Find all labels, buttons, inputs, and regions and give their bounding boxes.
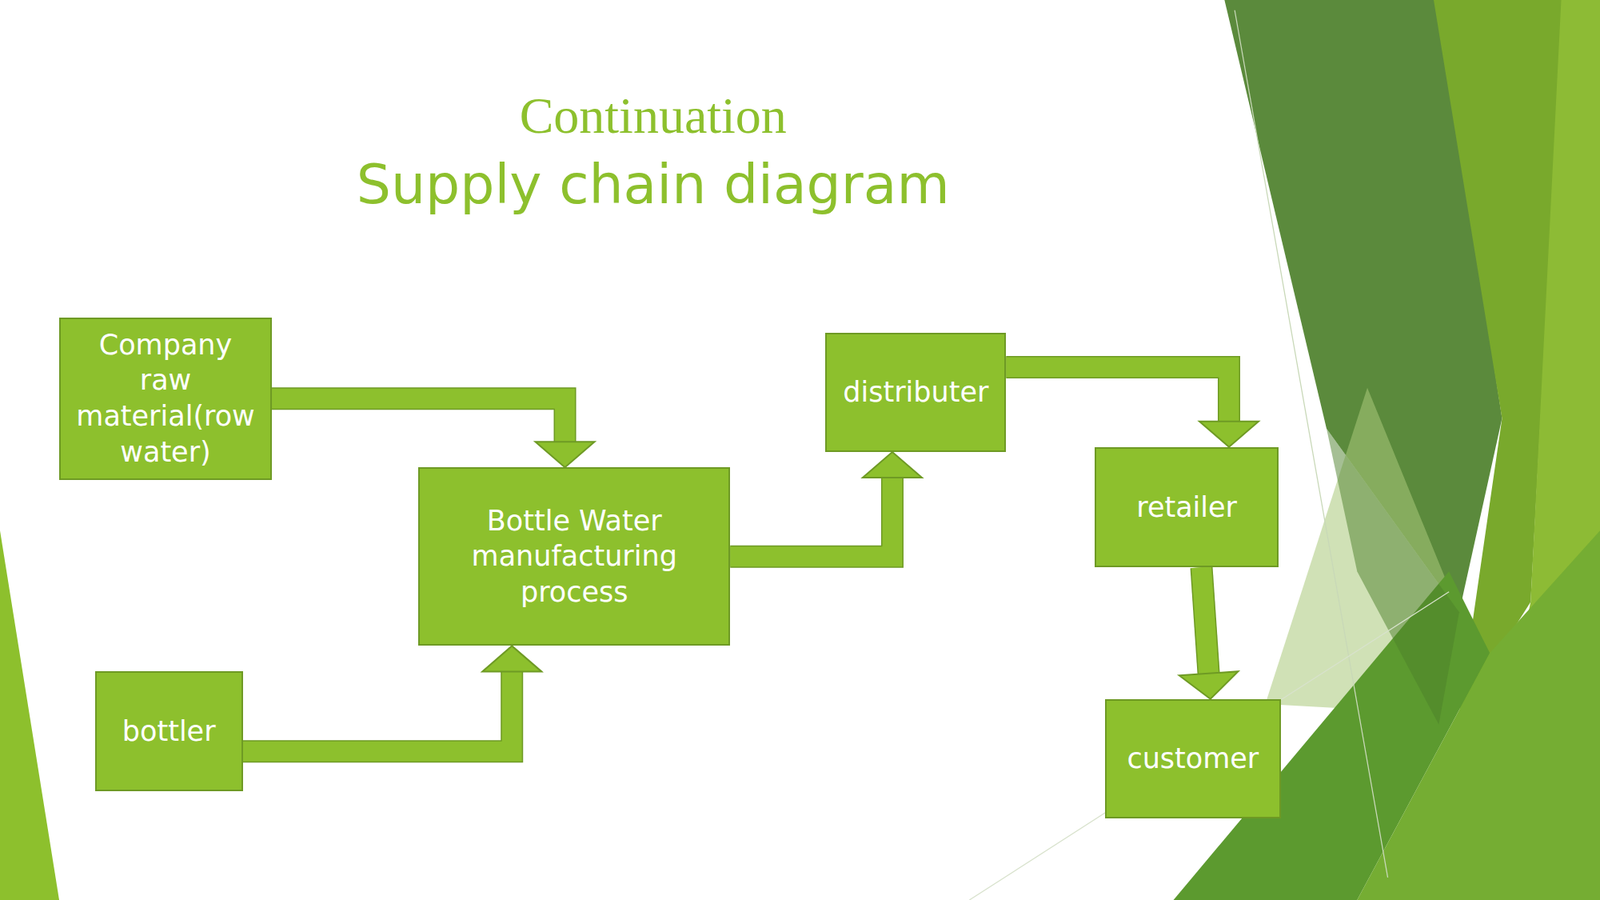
arrow-shaft: [271, 398, 566, 442]
arrow-head: [535, 441, 595, 467]
arrow-outline: [730, 477, 893, 557]
arrow-outline: [271, 398, 566, 442]
block-arrow: [1179, 566, 1239, 699]
arrow-shaft: [1005, 367, 1229, 422]
arrow-head: [482, 645, 542, 671]
block-arrow: [243, 645, 543, 751]
subtitle-text: Continuation: [237, 87, 1070, 144]
arrow-head: [862, 451, 922, 478]
box-label: customer: [1126, 740, 1259, 777]
arrow-head: [1199, 421, 1259, 447]
arrow-outline: [243, 670, 513, 751]
process-box: bottler: [95, 670, 244, 791]
title-text: Supply chain diagram: [237, 155, 1070, 216]
box-label: distributer: [842, 374, 989, 411]
block-arrow: [730, 451, 922, 557]
arrow-outline: [1005, 367, 1229, 422]
block-arrow: [1005, 367, 1259, 447]
box-label: bottler: [122, 713, 216, 750]
title-block: ContinuationSupply chain diagram: [237, 87, 1070, 216]
arrow-shaft: [1201, 566, 1209, 674]
arrow-shaft: [243, 670, 513, 751]
block-arrow: [271, 398, 595, 467]
process-box: Bottle Water manufacturing process: [418, 466, 731, 646]
deco-shape: [0, 530, 60, 900]
process-box: retailer: [1094, 446, 1279, 568]
arrow-outline: [1201, 566, 1209, 674]
arrow-head: [1179, 670, 1239, 699]
deco-shape: [1326, 428, 1460, 725]
process-box: Company raw material(row water): [59, 317, 272, 480]
process-box: distributer: [825, 332, 1006, 452]
box-label: Company raw material(row water): [68, 327, 263, 471]
process-box: customer: [1105, 698, 1281, 818]
box-label: Bottle Water manufacturing process: [427, 502, 721, 611]
box-label: retailer: [1136, 489, 1237, 526]
arrow-shaft: [730, 477, 893, 557]
